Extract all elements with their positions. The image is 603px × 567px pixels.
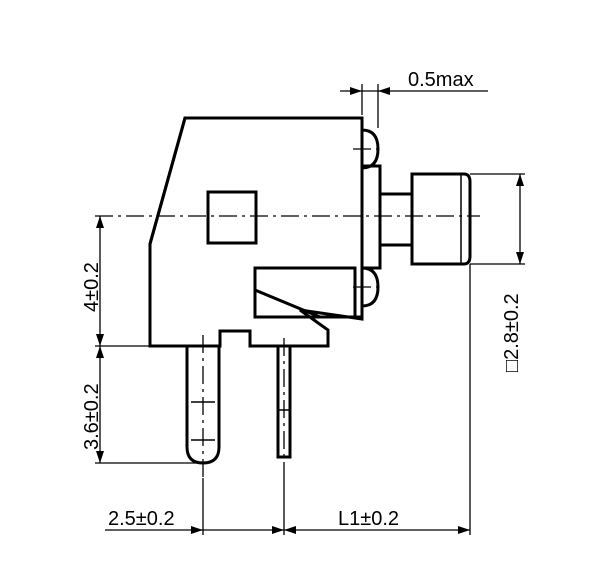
gap-arrow-left (350, 87, 362, 95)
height-upper-label: 4±0.2 (81, 262, 103, 312)
height-lower-arrow-top (96, 346, 104, 358)
housing-cutout (253, 266, 357, 319)
gap-label: 0.5max (408, 69, 474, 91)
pitch-right-arrow (458, 526, 470, 534)
square-label: □2.8±0.2 (501, 293, 523, 372)
flange (360, 164, 382, 270)
height-lower-label: 3.6±0.2 (81, 383, 103, 450)
pitch-mid-arrow-left (272, 526, 284, 534)
square-arrow-top (516, 174, 524, 186)
pitch-right-label: L1±0.2 (338, 508, 399, 530)
gap-arrow-right (378, 87, 390, 95)
pitch-left-arrow (191, 526, 203, 534)
lens-cap (410, 172, 472, 266)
pitch-left-label: 2.5±0.2 (108, 508, 175, 530)
shaft (378, 192, 414, 247)
window-square (206, 190, 258, 245)
pitch-mid-arrow-right (284, 526, 296, 534)
right-pin (276, 344, 292, 459)
height-upper-arrow-bottom (96, 334, 104, 346)
height-upper-arrow-top (96, 216, 104, 228)
square-arrow-bottom (516, 252, 524, 264)
height-lower-arrow-bottom (96, 451, 104, 463)
lower-snap-bump (361, 266, 380, 308)
left-pin (185, 346, 221, 465)
